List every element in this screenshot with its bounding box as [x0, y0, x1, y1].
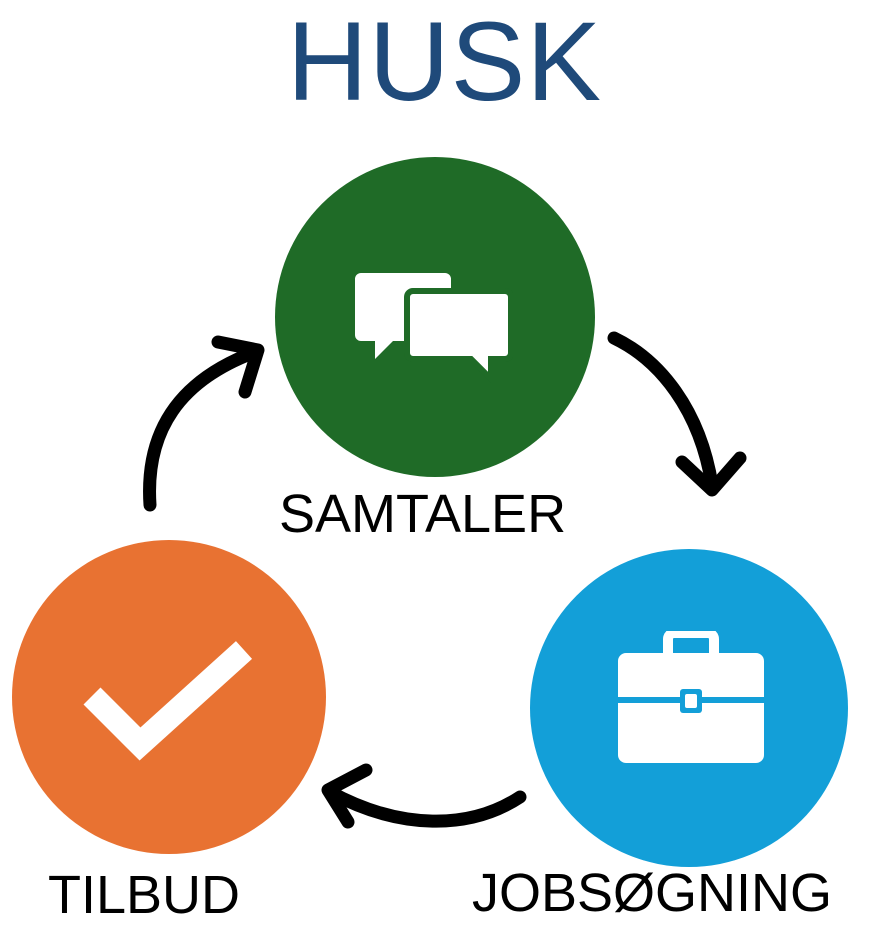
step-tilbud-circle [12, 540, 326, 854]
step-label-samtaler: SAMTALER [279, 484, 567, 544]
step-label-jobsogning: JOBSØGNING [472, 863, 833, 923]
briefcase-icon [618, 631, 764, 763]
step-label-tilbud: TILBUD [48, 865, 241, 925]
chat-bubbles-icon [355, 273, 513, 383]
checkmark-icon [83, 641, 253, 761]
diagram-title: HUSK [286, 0, 603, 124]
arrow-tilbud-to-samtaler [143, 345, 262, 512]
arrowhead-tilbud-to-samtaler [211, 335, 265, 399]
arrow-samtaler-to-jobsogning [607, 331, 719, 492]
arrowhead-samtaler-to-jobsogning [675, 451, 747, 497]
arrow-jobsogning-to-tilbud [323, 785, 527, 828]
arrowhead-jobsogning-to-tilbud [321, 763, 373, 829]
step-jobsogning-circle [530, 549, 848, 867]
step-samtaler-circle [275, 157, 595, 477]
